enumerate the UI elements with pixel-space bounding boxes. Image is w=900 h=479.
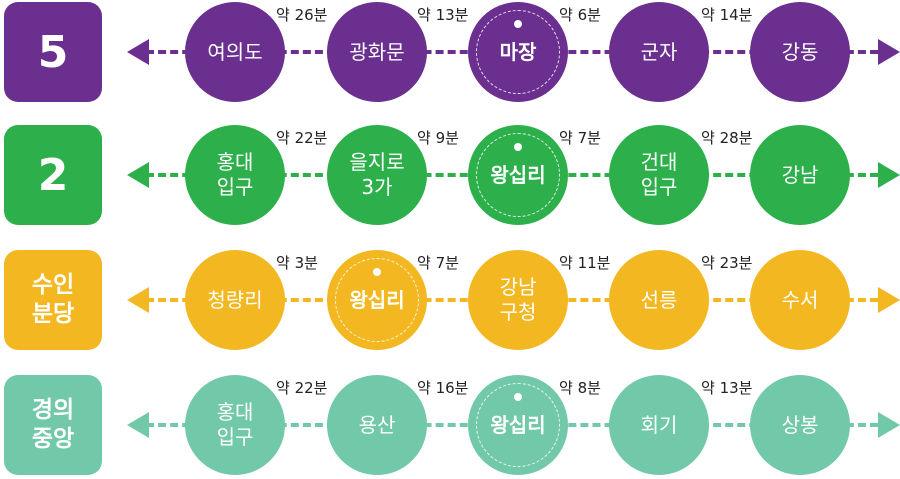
station: 선릉 xyxy=(609,250,709,350)
travel-time-label: 약 14분 xyxy=(701,6,753,24)
station: 용산 xyxy=(327,375,427,475)
station-name: 건대 xyxy=(640,150,678,174)
station-name: 왕십리 xyxy=(490,162,546,187)
travel-time-label: 약 6분 xyxy=(559,6,601,24)
station-name: 왕십리 xyxy=(490,412,546,437)
travel-time-label: 약 8분 xyxy=(559,379,601,397)
station-name: 상봉 xyxy=(781,412,819,437)
station-name: 회기 xyxy=(640,412,678,437)
travel-time-label: 약 7분 xyxy=(417,254,459,272)
current-location-dot-icon xyxy=(514,20,522,28)
station-name: 수서 xyxy=(781,287,819,312)
station-name: 입구 xyxy=(216,425,254,449)
station-name: 왕십리 xyxy=(349,287,405,312)
station-name: 3가 xyxy=(361,175,393,199)
arrow-right-icon xyxy=(878,287,900,313)
arrow-left-icon xyxy=(127,412,149,438)
station: 광화문 xyxy=(327,2,427,102)
line-badge: 2 xyxy=(4,125,102,225)
station: 여의도 xyxy=(185,2,285,102)
arrow-right-icon xyxy=(878,39,900,65)
station-name: 입구 xyxy=(640,175,678,199)
station-name: 입구 xyxy=(216,175,254,199)
station-name: 청량리 xyxy=(207,287,263,312)
travel-time-label: 약 22분 xyxy=(276,129,328,147)
station-name: 강남 xyxy=(499,275,537,299)
travel-time-label: 약 28분 xyxy=(701,129,753,147)
travel-time-label: 약 22분 xyxy=(276,379,328,397)
travel-time-label: 약 13분 xyxy=(701,379,753,397)
travel-time-label: 약 9분 xyxy=(417,129,459,147)
line-badge-label: 5 xyxy=(37,26,69,78)
station-name: 여의도 xyxy=(207,39,263,64)
station-name: 군자 xyxy=(640,39,678,64)
line-badge-label: 경의 xyxy=(31,397,75,423)
station: 강동 xyxy=(750,2,850,102)
travel-time-label: 약 26분 xyxy=(276,6,328,24)
line-row-line5: 5 여의도 광화문 마장 군자 강동 약 26분 약 13분 약 6분 약 14분 xyxy=(0,2,900,106)
line-badge: 5 xyxy=(4,2,102,102)
station-name: 강남 xyxy=(781,162,819,187)
line-badge-label: 분당 xyxy=(31,301,75,327)
line-badge-label: 중앙 xyxy=(31,426,75,452)
station-name: 구청 xyxy=(499,300,537,324)
station: 강남 xyxy=(750,125,850,225)
travel-time-label: 약 23분 xyxy=(701,254,753,272)
station-name: 용산 xyxy=(358,412,396,437)
line-badge-label: 수인 xyxy=(31,272,75,298)
arrow-left-icon xyxy=(127,287,149,313)
current-station: 마장 xyxy=(468,2,568,102)
station-name: 광화문 xyxy=(349,39,405,64)
station: 군자 xyxy=(609,2,709,102)
travel-time-label: 약 13분 xyxy=(417,6,469,24)
station-name: 홍대 xyxy=(216,150,254,174)
line-badge-label: 2 xyxy=(37,149,69,201)
travel-time-label: 약 3분 xyxy=(276,254,318,272)
arrow-left-icon xyxy=(127,162,149,188)
station-name: 홍대 xyxy=(216,400,254,424)
current-station: 왕십리 xyxy=(468,125,568,225)
station-name: 선릉 xyxy=(640,287,678,312)
arrow-right-icon xyxy=(878,162,900,188)
station: 회기 xyxy=(609,375,709,475)
current-location-dot-icon xyxy=(373,268,381,276)
current-station: 왕십리 xyxy=(468,375,568,475)
travel-time-label: 약 16분 xyxy=(417,379,469,397)
arrow-right-icon xyxy=(878,412,900,438)
station: 청량리 xyxy=(185,250,285,350)
station-name: 을지로 xyxy=(349,150,405,174)
station: 상봉 xyxy=(750,375,850,475)
current-location-dot-icon xyxy=(514,143,522,151)
travel-time-label: 약 7분 xyxy=(559,129,601,147)
station-name: 강동 xyxy=(781,39,819,64)
station: 수서 xyxy=(750,250,850,350)
station-name: 마장 xyxy=(499,39,537,64)
arrow-left-icon xyxy=(127,39,149,65)
travel-time-label: 약 11분 xyxy=(559,254,611,272)
current-station: 왕십리 xyxy=(327,250,427,350)
current-location-dot-icon xyxy=(514,393,522,401)
